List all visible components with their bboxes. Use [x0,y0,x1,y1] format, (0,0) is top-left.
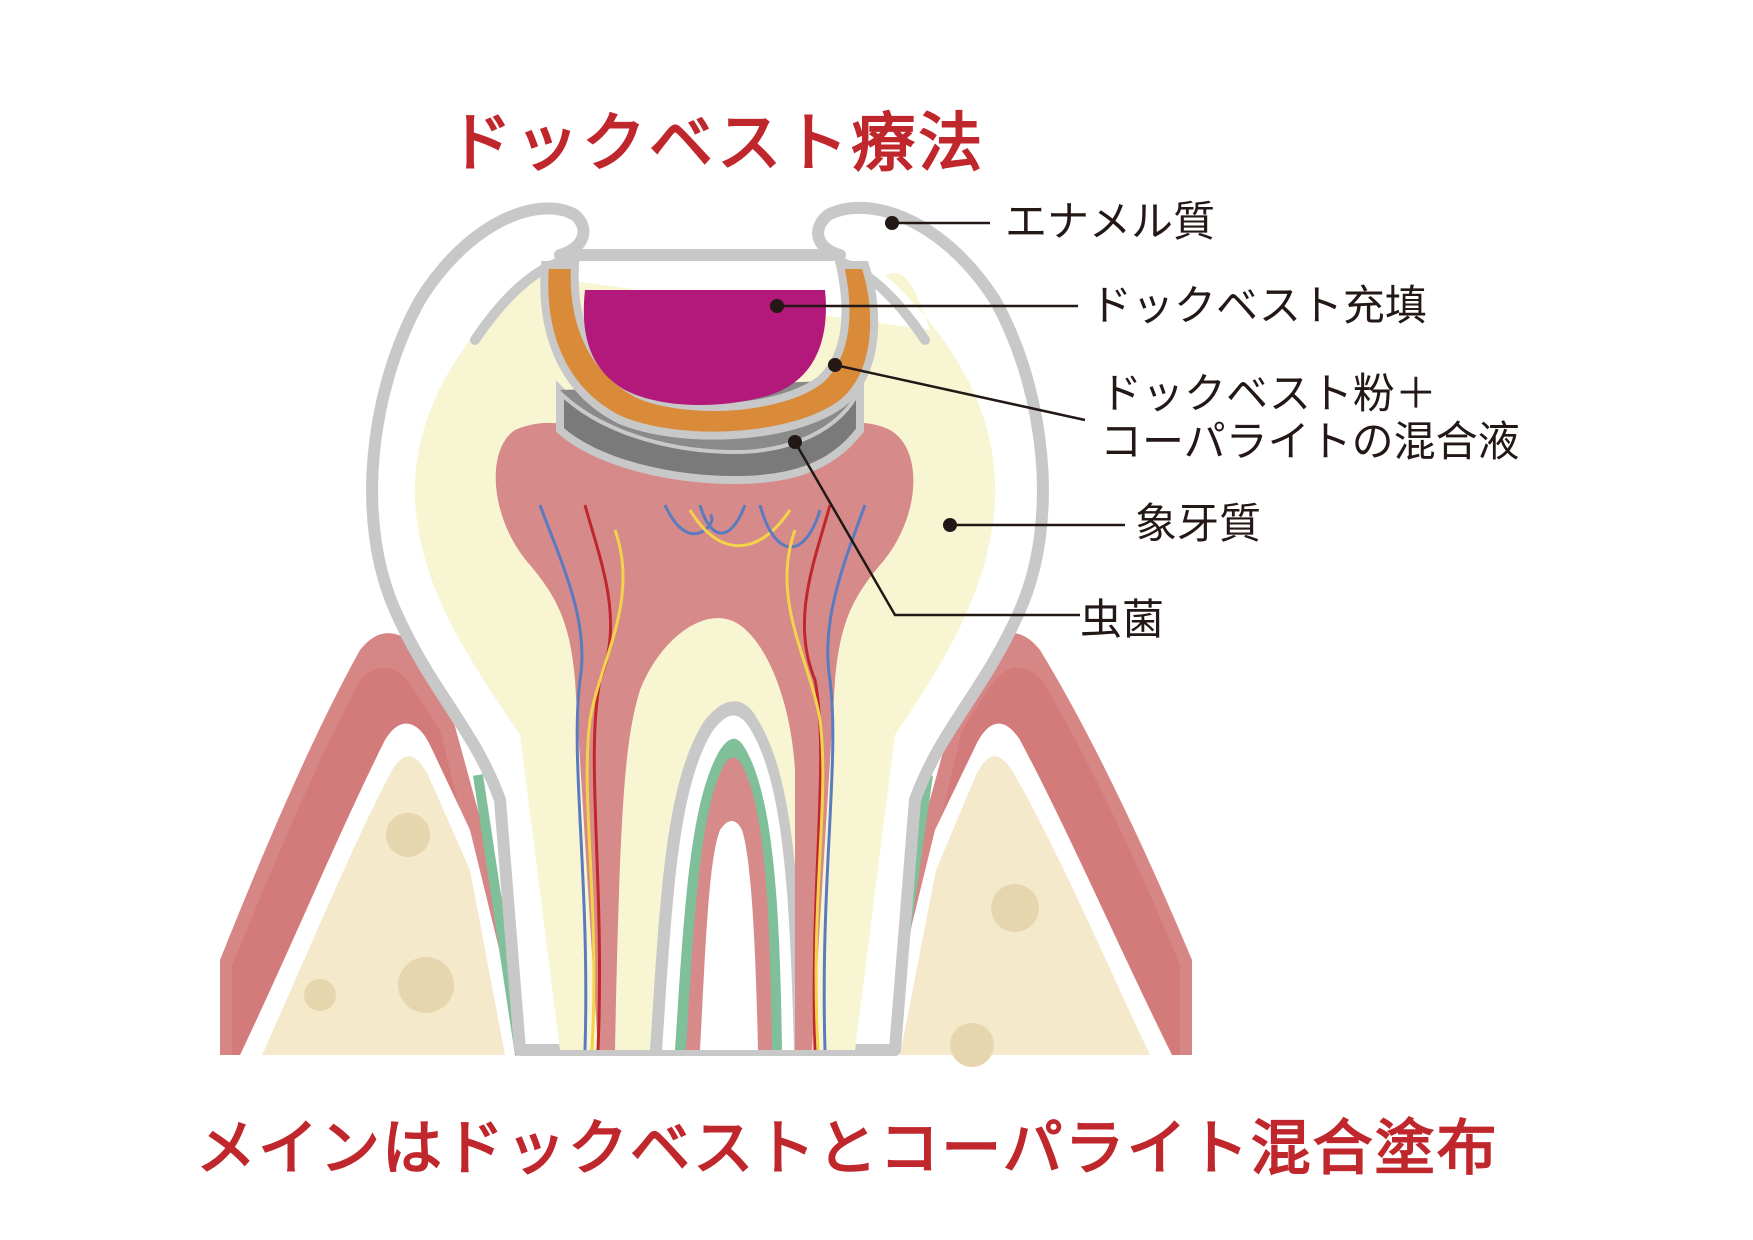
diagram-subtitle: メインはドックベストとコーパライト混合塗布 [196,1114,1499,1184]
label-mixture-line1: ドックベスト粉＋ [1100,369,1437,418]
label-caries: 虫菌 [1080,595,1165,644]
left-gum [220,633,545,1056]
nerves-vessels [538,504,867,1051]
label-filling: ドックベスト充填 [1090,281,1427,330]
filling [583,290,826,406]
label-enamel: エナメル質 [1005,197,1216,246]
label-mixture-line2: コーパライトの混合液 [1100,417,1520,466]
left-bone-spots [304,813,454,1013]
pointer-dots [770,216,957,532]
root-separation [650,701,805,1050]
label-dentin: 象牙質 [1135,499,1262,548]
diagram-title: ドックベスト療法 [448,107,986,181]
pointer-lines [777,221,1125,617]
right-bone-spots [950,884,1039,1067]
